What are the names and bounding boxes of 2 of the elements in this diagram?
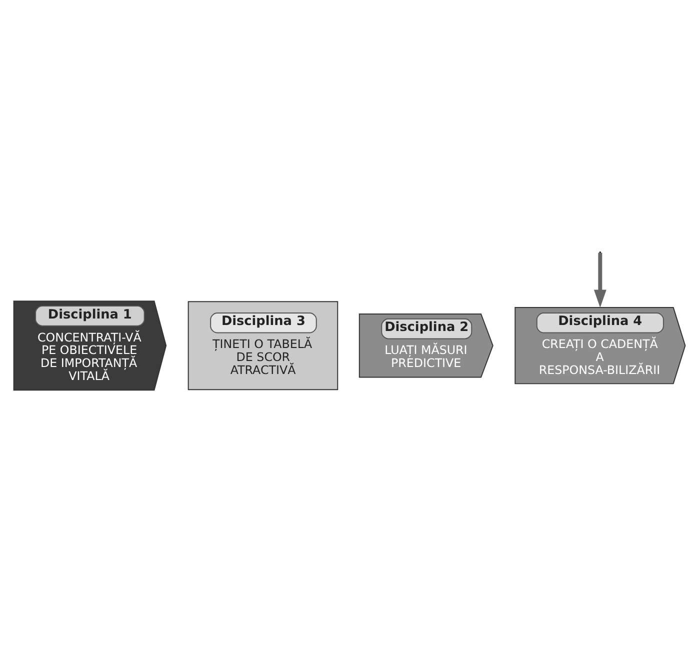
arrow [594,252,606,308]
node-box: Disciplina 3 ȚINETI O TABELĂ DE SCOR ATRACTIVĂ [188,301,338,390]
